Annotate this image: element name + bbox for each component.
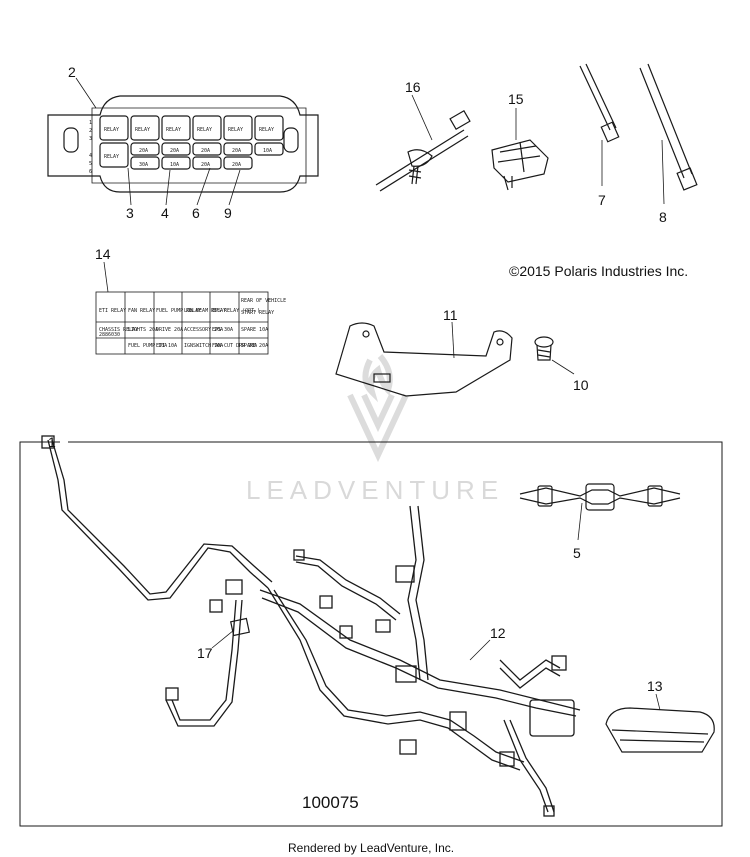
relay-label: RELAY	[259, 127, 274, 133]
fuse-label: 30A	[139, 162, 148, 168]
bolt-10	[534, 336, 554, 361]
watermark-text: LEADVENTURE	[246, 475, 504, 505]
side-number: 5	[89, 161, 92, 167]
callout-7: 7	[598, 192, 606, 208]
svg-text:START RELAY: START RELAY	[241, 310, 274, 316]
side-number: 2	[89, 128, 92, 134]
svg-text:CHASSIS RELAY: CHASSIS RELAY	[99, 327, 138, 333]
callout-8: 8	[659, 209, 667, 225]
fuse-label: 20A	[232, 162, 241, 168]
fuse-label: 20A	[201, 148, 210, 154]
svg-text:DRIVE 20A: DRIVE 20A	[156, 327, 183, 333]
svg-text:SPARE 20A: SPARE 20A	[241, 343, 268, 349]
decal-labels: ETI RELAY FAN RELAY FUEL PUMP RELAY LOW …	[99, 298, 286, 349]
harness-frame	[19, 441, 723, 827]
fuse-box-labels: RELAY RELAY RELAY RELAY RELAY RELAY RELA…	[89, 120, 274, 175]
fuse-box	[47, 95, 319, 193]
footer-text: Rendered by LeadVenture, Inc.	[288, 841, 454, 855]
connector-17	[230, 617, 250, 637]
bracket-11	[335, 322, 513, 397]
svg-text:IGNSWITCH 10A: IGNSWITCH 10A	[184, 343, 223, 349]
relay-label: RELAY	[135, 127, 150, 133]
cable-tie-clip	[375, 109, 471, 192]
callout-11: 11	[443, 307, 458, 323]
callout-9: 9	[224, 205, 232, 221]
cover-13	[605, 707, 715, 753]
connector-15	[491, 139, 549, 191]
svg-text:FAN-CUT DRR 20A: FAN-CUT DRR 20A	[212, 343, 257, 349]
leader-lines	[75, 77, 241, 206]
svg-text:SPARE 10A: SPARE 10A	[241, 327, 268, 333]
side-number: 4	[89, 153, 92, 159]
svg-text:2886030: 2886030	[99, 332, 120, 338]
svg-text:FUEL PUMP 10A: FUEL PUMP 10A	[128, 343, 167, 349]
svg-text:LIGHTS 20A: LIGHTS 20A	[128, 327, 158, 333]
inline-fuse-5	[519, 483, 681, 511]
callout-14: 14	[95, 246, 111, 262]
fuse-label: 20A	[170, 148, 179, 154]
svg-text:ACCESSORY 20A: ACCESSORY 20A	[184, 327, 223, 333]
watermark-logo	[347, 354, 409, 463]
callout-16: 16	[405, 79, 421, 95]
callout-12: 12	[490, 625, 506, 641]
fuse-label: 20A	[139, 148, 148, 154]
fuse-label: 20A	[201, 162, 210, 168]
callout-4: 4	[161, 205, 169, 221]
fuse-label: 20A	[232, 148, 241, 154]
side-number: 6	[89, 169, 92, 175]
svg-text:ETI RELAY: ETI RELAY	[99, 308, 126, 314]
callout-17: 17	[197, 645, 213, 661]
relay-label: RELAY	[166, 127, 181, 133]
svg-text:FUEL PUMP RELAY: FUEL PUMP RELAY	[156, 308, 201, 314]
callout-13: 13	[647, 678, 663, 694]
cable-tie-8	[639, 63, 698, 191]
fuse-label: 10A	[263, 148, 272, 154]
fuse-decal	[95, 291, 269, 355]
side-number: 3	[89, 136, 92, 142]
callout-6: 6	[192, 205, 200, 221]
side-number: 1	[89, 120, 92, 126]
relay-label: RELAY	[197, 127, 212, 133]
relay-label: RELAY	[104, 154, 119, 160]
callout-2: 2	[68, 64, 76, 80]
main-wire-harness	[41, 435, 581, 817]
svg-text:REAR OF VEHICLE: REAR OF VEHICLE	[241, 298, 286, 304]
svg-text:ETI 10A: ETI 10A	[156, 343, 177, 349]
figure-number: 100075	[302, 793, 359, 812]
cable-tie-7	[579, 63, 620, 143]
copyright-text: ©2015 Polaris Industries Inc.	[509, 263, 688, 279]
callout-15: 15	[508, 91, 524, 107]
svg-text:LOW BEAM RELAY: LOW BEAM RELAY	[184, 308, 226, 314]
svg-text:FAN RELAY: FAN RELAY	[128, 308, 155, 314]
fuse-label: 10A	[170, 162, 179, 168]
svg-text:EPS RELAY (OPT.): EPS RELAY (OPT.)	[212, 308, 260, 314]
callout-5: 5	[573, 545, 581, 561]
callout-10: 10	[573, 377, 589, 393]
relay-label: RELAY	[104, 127, 119, 133]
relay-label: RELAY	[228, 127, 243, 133]
callout-3: 3	[126, 205, 134, 221]
svg-text:EPS 30A: EPS 30A	[212, 327, 233, 333]
